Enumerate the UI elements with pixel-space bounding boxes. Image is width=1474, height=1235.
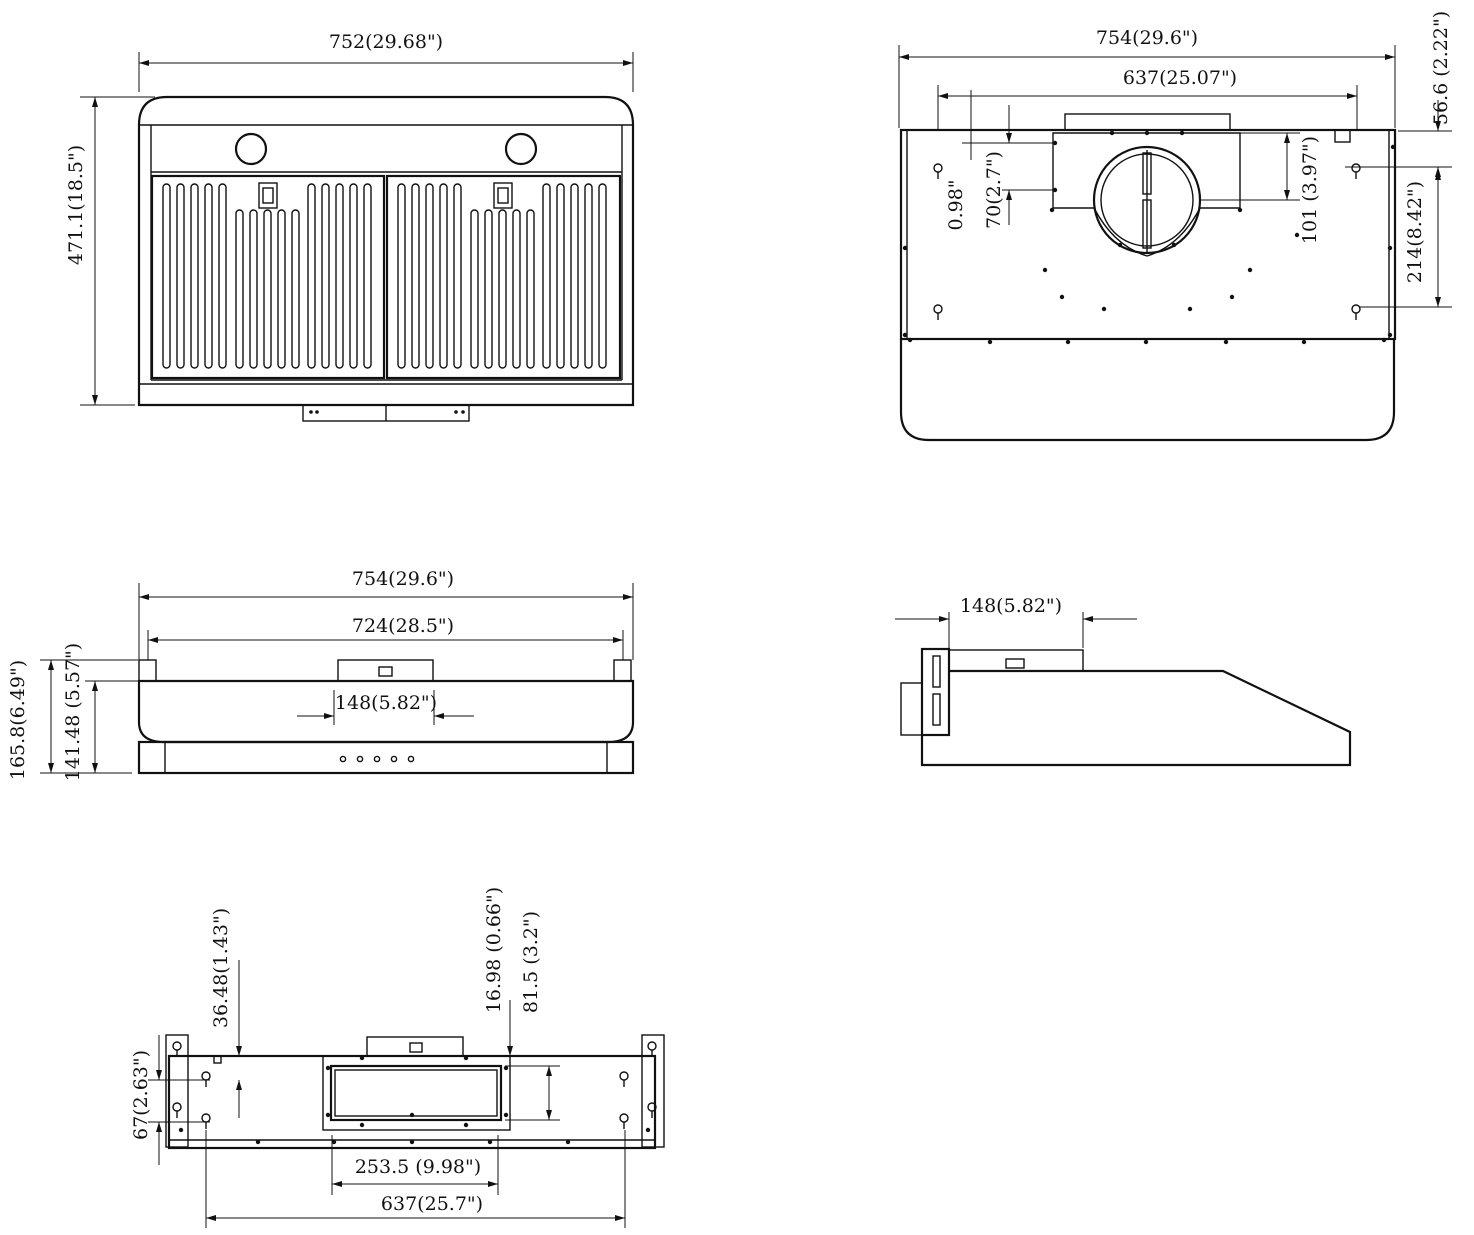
front-height-label: 471.1(18.5") [65,145,87,265]
side-view: 148(5.82") [895,595,1352,767]
rear-total-height-label: 165.8(6.49") [7,660,29,780]
rear-view: 754(29.6") 724(28.5") 165.8(6.49") 141.4… [7,568,635,781]
front-width-label: 752(29.68") [329,31,443,53]
rear-inner-width-label: 724(28.5") [352,615,454,637]
top-view: 36.48(1.43") 16.98 (0.66") 81.5 (3.2") 6… [130,887,665,1228]
top-bracket-height-label: 67(2.63") [130,1050,152,1140]
top-hole-spacing-label: 637(25.7") [381,1193,483,1215]
bottom-side-offset-label: 214(8.42") [1404,181,1426,283]
bottom-duct-offset-label: 0.98" [945,179,967,230]
top-bracket-offset-label: 36.48(1.43") [210,908,232,1028]
front-view: 752(29.68") 471.1(18.5") [65,31,635,422]
bottom-view: 754(29.6") 637(25.07") 56.6 (2.22") 214(… [898,11,1452,442]
rear-body-height-label: 141.48 (5.57") [62,643,84,781]
top-duct-edge-label: 16.98 (0.66") [483,887,505,1013]
top-duct-depth-label: 81.5 (3.2") [520,911,542,1013]
side-duct-width-label: 148(5.82") [960,595,1062,617]
bottom-top-offset-label: 56.6 (2.22") [1430,11,1452,125]
bottom-width-label: 754(29.6") [1096,27,1198,49]
top-duct-opening-label: 253.5 (9.98") [355,1156,481,1178]
bottom-plate-height-label: 70(2.7") [983,151,1005,229]
bottom-inner-width-label: 637(25.07") [1123,67,1237,89]
bottom-duct-height-label: 101 (3.97") [1299,136,1321,244]
rear-duct-width-label: 148(5.82") [335,692,437,714]
rear-width-label: 754(29.6") [352,568,454,590]
